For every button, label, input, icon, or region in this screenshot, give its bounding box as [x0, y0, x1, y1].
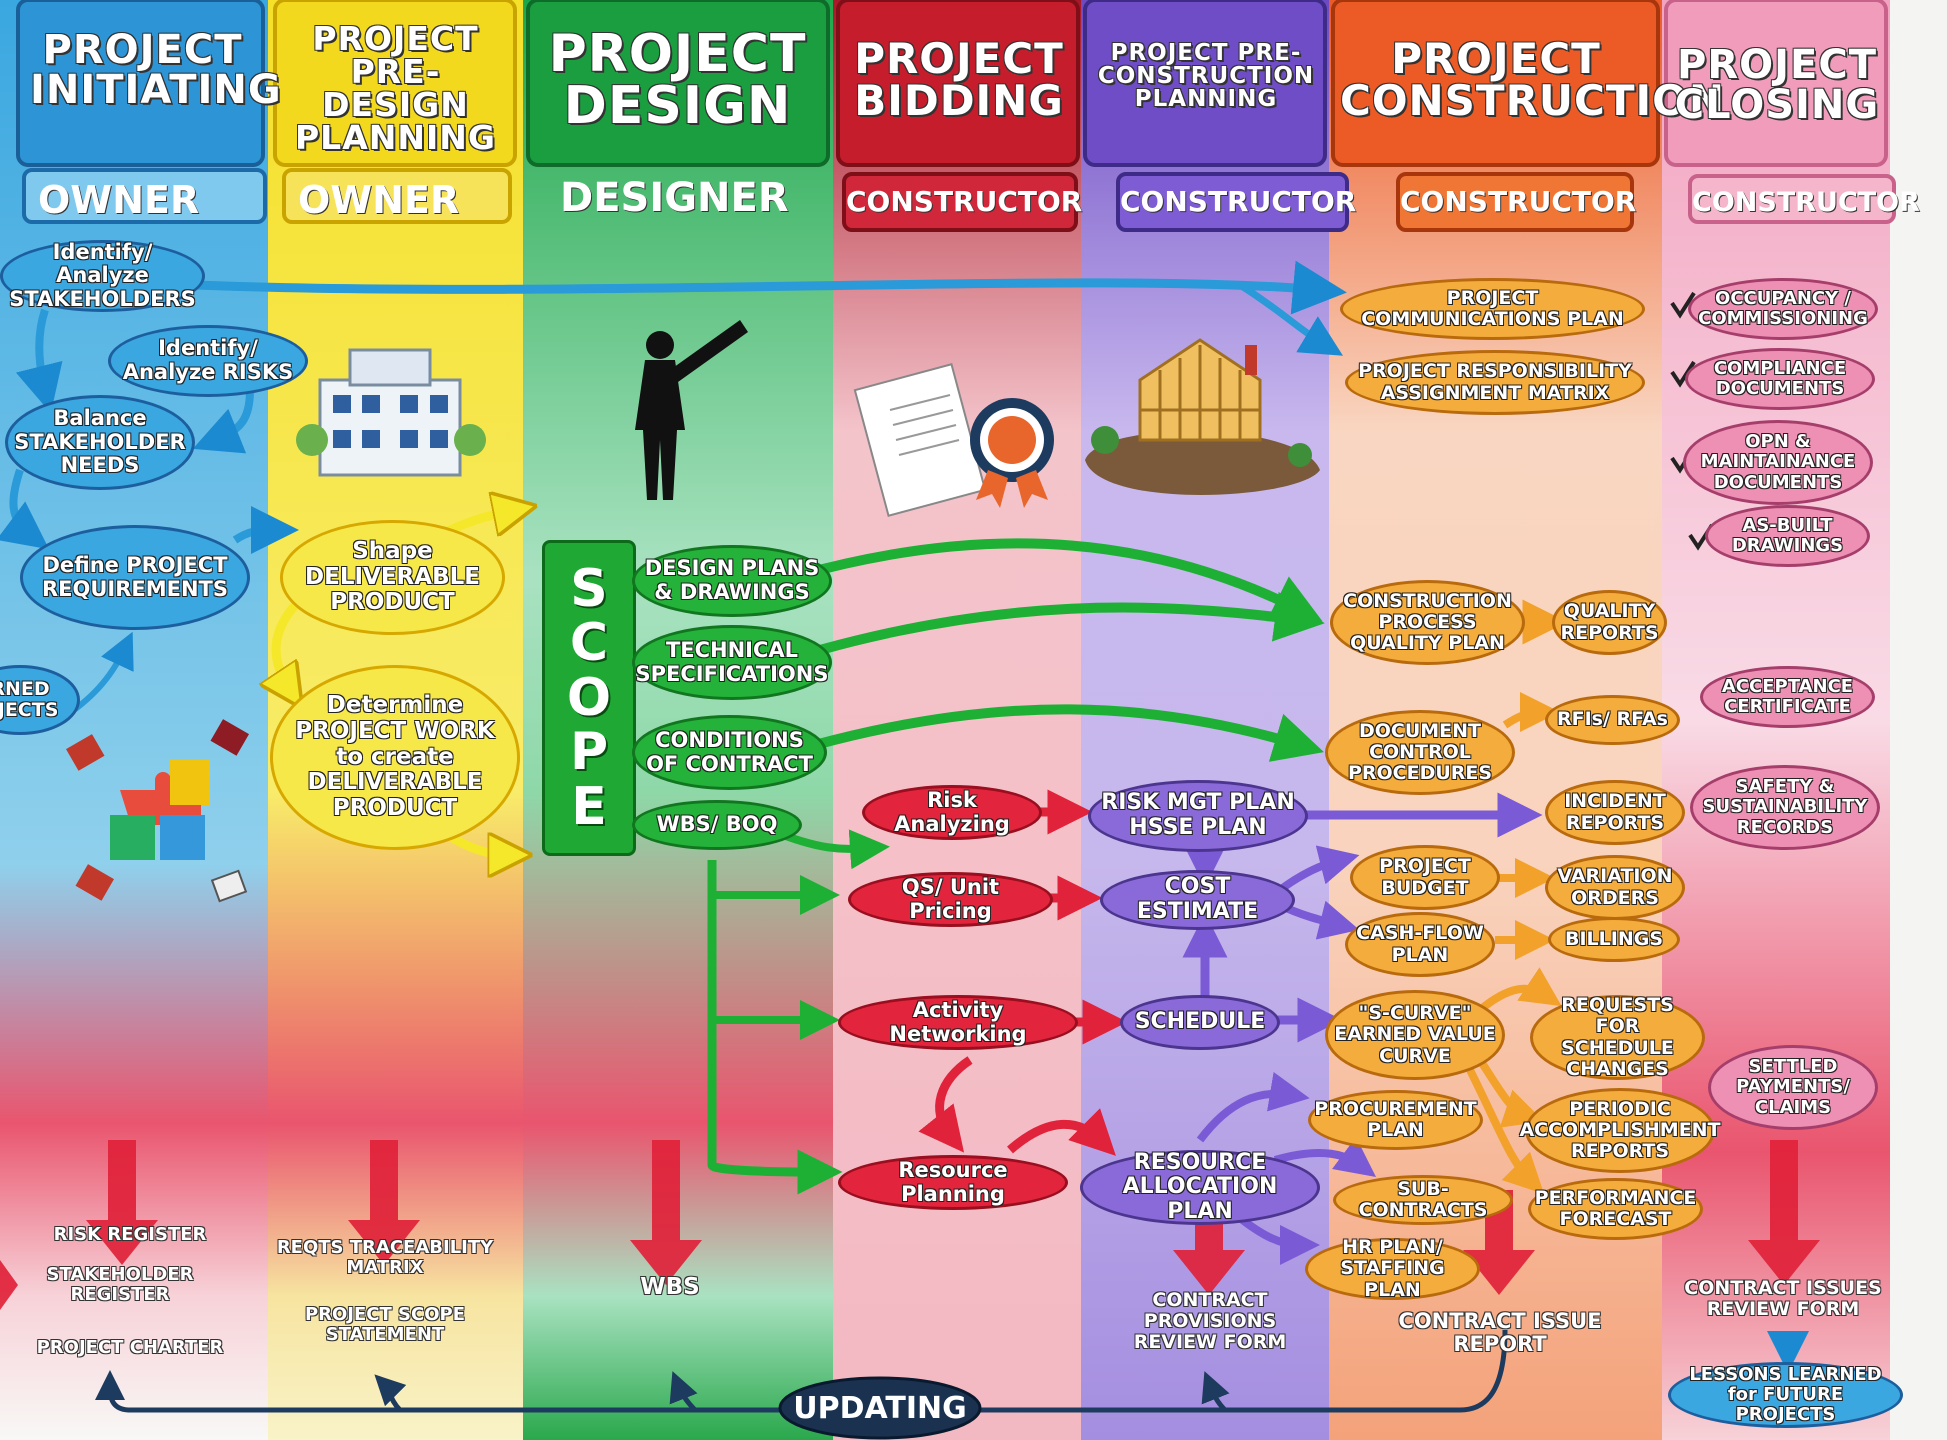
node-compliance-documents: COMPLIANCE DOCUMENTS	[1685, 348, 1875, 410]
node-opn-maintainance-documents: OPN & MAINTAINANCE DOCUMENTS	[1683, 420, 1873, 505]
node-schedule: SCHEDULE	[1120, 995, 1280, 1050]
puzzle-hands-illustration	[66, 719, 249, 903]
role-badge-owner-initiating: OWNER	[22, 168, 267, 224]
column-title-design: PROJECT DESIGN	[548, 24, 807, 136]
output-stakeholder-register: STAKEHOLDER REGISTER	[46, 1264, 194, 1305]
node-variation-orders: VARIATION ORDERS	[1545, 855, 1685, 920]
column-title-closing: PROJECT CLOSING	[1674, 42, 1880, 128]
node-resource-allocation-plan: RESOURCE ALLOCATION PLAN	[1080, 1150, 1320, 1225]
updating-label: UPDATING	[793, 1391, 967, 1426]
node-design-plans-drawings: DESIGN PLANS & DRAWINGS	[632, 545, 832, 617]
designer-silhouette	[635, 320, 748, 500]
node-wbs-boq: WBS/ BOQ	[632, 800, 802, 850]
node-as-built-drawings: AS-BUILT DRAWINGS	[1705, 505, 1870, 567]
building-illustration	[296, 348, 486, 477]
output-project-scope-statement: PROJECT SCOPE STATEMENT	[304, 1304, 466, 1345]
node-shape-deliverable-product: Shape DELIVERABLE PRODUCT	[280, 520, 505, 635]
output-risk-register: RISK REGISTER	[53, 1224, 207, 1245]
output-lessons-learned: LESSONS LEARNED for FUTURE PROJECTS	[1668, 1362, 1903, 1428]
scope-letter: S	[570, 558, 608, 619]
node-communications-plan: PROJECT COMMUNICATIONS PLAN	[1340, 278, 1645, 340]
node-s-curve: "S-CURVE" EARNED VALUE CURVE	[1325, 990, 1505, 1080]
node-periodic-accomplishment: PERIODIC ACCOMPLISHMENT REPORTS	[1519, 1088, 1721, 1173]
node-occupancy-commissioning: OCCUPANCY / COMMISSIONING	[1688, 278, 1878, 340]
column-title-bidding: PROJECT BIDDING	[854, 34, 1064, 125]
node-activity-networking: Activity Networking	[838, 995, 1078, 1050]
output-reqts-traceability-matrix: REQTS TRACEABILITY MATRIX	[276, 1237, 494, 1278]
node-document-control: DOCUMENT CONTROL PROCEDURES	[1325, 710, 1515, 795]
output-contract-provisions-review-form: CONTRACT PROVISIONS REVIEW FORM	[1133, 1289, 1287, 1353]
node-risk-analyzing: Risk Analyzing	[862, 785, 1042, 840]
column-title-initiating: PROJECT INITIATING	[30, 27, 282, 113]
scope-letter: C	[569, 613, 609, 674]
node-quality-plan: CONSTRUCTION PROCESS QUALITY PLAN	[1330, 580, 1525, 665]
node-billings: BILLINGS	[1548, 917, 1680, 962]
column-title-predesign: PROJECT PRE-DESIGN PLANNING	[295, 19, 496, 157]
node-rfis-rfas: RFIs/ RFAs	[1545, 695, 1680, 745]
contract-document-illustration	[853, 363, 1054, 517]
role-badge-constructor-closing: CONSTRUCTOR	[1688, 174, 1920, 224]
house-frame-illustration	[1085, 338, 1320, 495]
node-balance-stakeholder-needs: Balance STAKEHOLDER NEEDS	[5, 395, 195, 490]
output-contract-issue-report: CONTRACT ISSUE REPORT	[1398, 1309, 1602, 1357]
node-hr-plan: HR PLAN/ STAFFING PLAN	[1305, 1236, 1480, 1300]
node-responsibility-matrix: PROJECT RESPONSIBILITY ASSIGNMENT MATRIX	[1345, 350, 1645, 415]
node-procurement-plan: PROCUREMENT PLAN	[1308, 1090, 1483, 1150]
scope-letter: E	[571, 776, 607, 837]
node-risk-mgt-plan: RISK MGT PLAN HSSE PLAN	[1088, 780, 1308, 852]
role-badge-constructor-bidding: CONSTRUCTOR	[842, 172, 1082, 232]
node-conditions-of-contract: CONDITIONS OF CONTRACT	[632, 715, 827, 790]
node-determine-project-work: Determine PROJECT WORK to create DELIVER…	[270, 665, 520, 850]
node-resource-planning: Resource Planning	[838, 1155, 1068, 1210]
node-performance-forecast: PERFORMANCE FORECAST	[1528, 1178, 1703, 1240]
node-sub-contracts: SUB-CONTRACTS	[1333, 1175, 1513, 1225]
scope-letter: O	[566, 667, 612, 728]
node-safety-sustainability: SAFETY & SUSTAINABILITY RECORDS	[1690, 765, 1880, 850]
node-project-budget: PROJECT BUDGET	[1350, 845, 1500, 910]
node-identify-risks: Identify/ Analyze RISKS	[108, 325, 308, 397]
node-settled-payments: SETTLED PAYMENTS/ CLAIMS	[1708, 1045, 1878, 1130]
node-technical-specifications: TECHNICAL SPECIFICATIONS	[632, 625, 832, 700]
node-acceptance-certificate: ACCEPTANCE CERTIFICATE	[1700, 666, 1875, 728]
output-project-charter: PROJECT CHARTER	[36, 1337, 224, 1358]
scope-letter: P	[569, 722, 609, 783]
column-title-construction: PROJECT CONSTRUCTION	[1340, 34, 1725, 125]
output-wbs: WBS	[640, 1274, 700, 1300]
role-badge-designer: DESIGNER	[560, 175, 789, 221]
column-title-preconstruction: PROJECT PRE-CONSTRUCTION PLANNING	[1097, 40, 1315, 112]
role-badge-owner-predesign: OWNER	[282, 168, 512, 224]
node-quality-reports: QUALITY REPORTS	[1552, 590, 1667, 655]
scope-box: S C O P E	[542, 540, 636, 856]
node-qs-unit-pricing: QS/ Unit Pricing	[848, 872, 1053, 927]
role-badge-constructor-preconstruction: CONSTRUCTOR	[1116, 172, 1356, 232]
role-badge-constructor-construction: CONSTRUCTOR	[1396, 172, 1636, 232]
output-contract-issues-review-form: CONTRACT ISSUES REVIEW FORM	[1684, 1277, 1882, 1320]
node-incident-reports: INCIDENT REPORTS	[1545, 780, 1685, 845]
node-define-project-requirements: Define PROJECT REQUIREMENTS	[20, 525, 250, 630]
node-cash-flow-plan: CASH-FLOW PLAN	[1345, 912, 1495, 977]
node-cost-estimate: COST ESTIMATE	[1100, 870, 1295, 930]
node-requests-schedule-changes: REQUESTS FOR SCHEDULE CHANGES	[1530, 994, 1705, 1080]
node-identify-stakeholders: Identify/ Analyze STAKEHOLDERS	[0, 240, 205, 312]
